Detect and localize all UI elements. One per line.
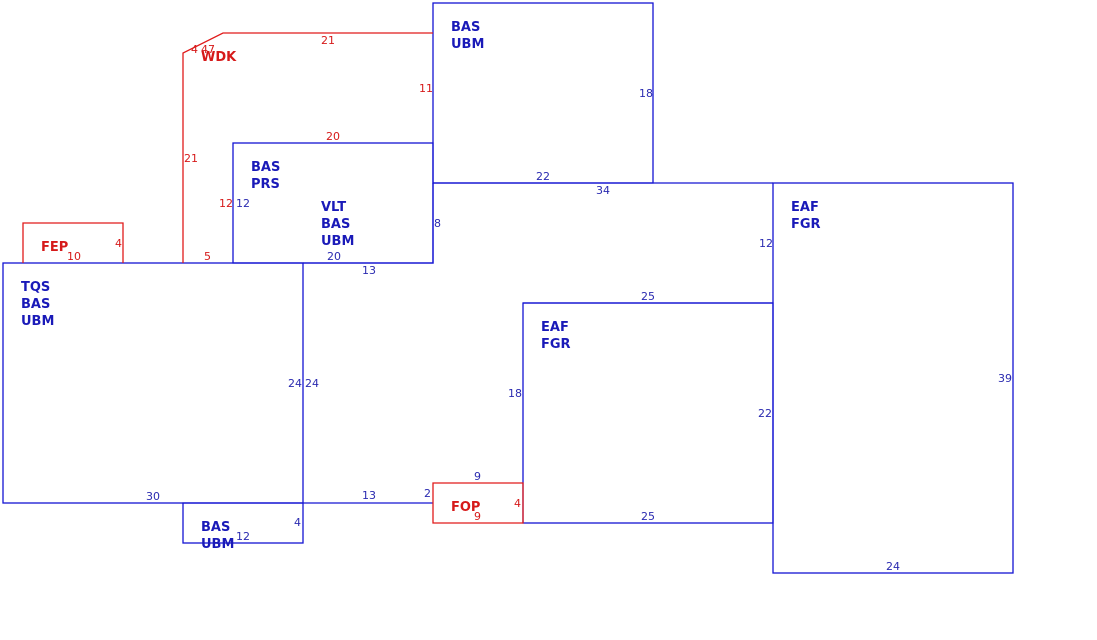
dimension-label: 11 <box>419 82 433 95</box>
dimension-label: 21 <box>321 34 335 47</box>
area-code: EAF <box>541 320 569 335</box>
dimension-label: 18 <box>508 387 522 400</box>
area-code: BAS <box>251 160 280 175</box>
dimension-label: 18 <box>639 87 653 100</box>
dimension-label: 25 <box>641 290 655 303</box>
dimension-label: 8 <box>434 217 441 230</box>
dimension-label: 13 <box>362 264 376 277</box>
room-bas-ubm-bottom-outline <box>182 502 304 544</box>
dimension-label: 24 <box>886 560 900 573</box>
dimension-label: 4 <box>294 516 301 529</box>
area-code: FGR <box>791 217 821 232</box>
area-code: FEP <box>41 240 68 255</box>
area-code: FGR <box>541 337 571 352</box>
dimension-label: 24 <box>305 377 319 390</box>
area-code: UBM <box>321 234 354 249</box>
dimension-label: 12 <box>219 197 233 210</box>
dimension-label: 20 <box>327 250 341 263</box>
room-fop-outline <box>432 482 524 524</box>
dimension-label: 12 <box>236 197 250 210</box>
dimension-label: 12 <box>759 237 773 250</box>
dimension-label: 21 <box>184 152 198 165</box>
dimension-label: 22 <box>536 170 550 183</box>
area-code: UBM <box>451 37 484 52</box>
dimension-label: 5 <box>204 250 211 263</box>
area-code: BAS <box>201 520 230 535</box>
area-code: WDK <box>201 50 237 65</box>
dimension-label: 34 <box>596 184 610 197</box>
dimension-label: 20 <box>326 130 340 143</box>
area-code: UBM <box>21 314 54 329</box>
dimension-label: 9 <box>474 510 481 523</box>
dimension-label: 13 <box>362 489 376 502</box>
connector-mid-outline <box>303 183 434 264</box>
area-code: BAS <box>451 20 480 35</box>
room-wdk-outline <box>182 32 433 263</box>
area-code: FOP <box>451 500 480 515</box>
dimension-label: 22 <box>758 407 772 420</box>
area-code: PRS <box>251 177 280 192</box>
room-fep-outline <box>22 222 124 263</box>
dimension-label: 39 <box>998 372 1012 385</box>
dimension-label: 10 <box>67 250 81 263</box>
area-code: UBM <box>201 537 234 552</box>
dimension-label: 4 <box>514 497 521 510</box>
area-code: BAS <box>21 297 50 312</box>
dimension-label: 2 <box>424 487 431 500</box>
dimension-label: 4 <box>115 237 122 250</box>
area-code: EAF <box>791 200 819 215</box>
room-eaf-mid-outline <box>522 302 774 524</box>
dimension-label: 25 <box>641 510 655 523</box>
area-code: BAS <box>321 217 350 232</box>
dimension-label: 47 <box>201 43 215 56</box>
area-code: VLT <box>321 200 346 215</box>
dimension-label: 4 <box>191 43 198 56</box>
dimension-label: 24 <box>288 377 302 390</box>
dimension-label: 9 <box>474 470 481 483</box>
area-code: TQS <box>21 280 50 295</box>
dimension-label: 12 <box>236 530 250 543</box>
dimension-label: 30 <box>146 490 160 503</box>
room-eaf-right-outline <box>772 182 1014 574</box>
room-tqs-outline <box>2 262 304 504</box>
